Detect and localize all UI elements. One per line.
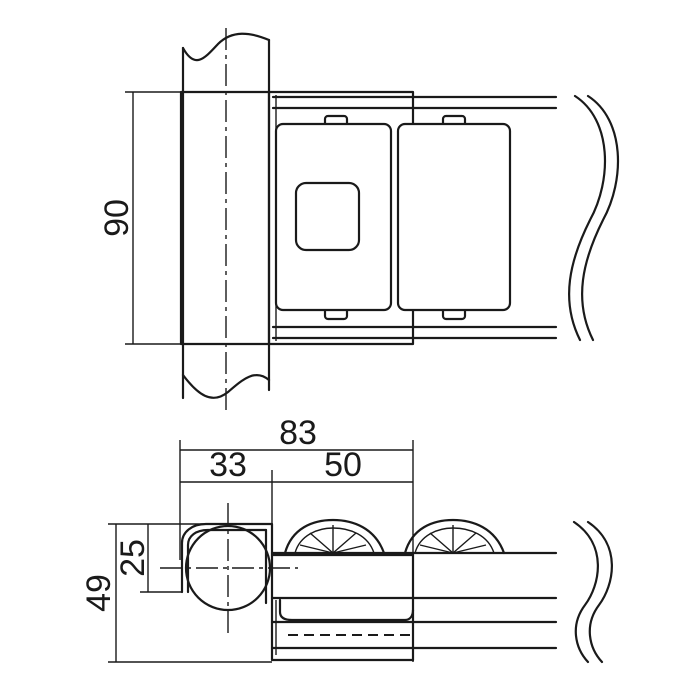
roller-wheel [283, 518, 386, 555]
dimension-label-33: 33 [209, 446, 247, 484]
dimension-90: 90 [98, 91, 181, 345]
rail-top [271, 95, 558, 110]
dimension-label-49: 49 [80, 574, 118, 612]
break-line [568, 94, 620, 342]
dimension-label-50: 50 [324, 446, 362, 484]
roller-top-view [396, 114, 512, 321]
roller-top-view [274, 114, 393, 321]
dimension-label-25: 25 [114, 539, 152, 577]
dimension-50: 50 [272, 446, 413, 484]
dimension-83: 83 [180, 414, 413, 452]
side-view: 83 33 50 [80, 414, 613, 664]
dimension-label-90: 90 [98, 199, 136, 237]
rail-bottom [271, 325, 558, 340]
break-line [572, 520, 613, 664]
bracket-side-view [180, 522, 415, 662]
top-view: 90 [98, 28, 620, 410]
dimension-25: 25 [114, 524, 182, 593]
dimension-49: 49 [80, 523, 272, 663]
dimension-label-83: 83 [279, 414, 317, 452]
roller-wheel [403, 518, 506, 555]
pipe-top-view [181, 28, 271, 410]
rail-side-view [270, 551, 558, 655]
dimension-33: 33 [180, 446, 272, 484]
